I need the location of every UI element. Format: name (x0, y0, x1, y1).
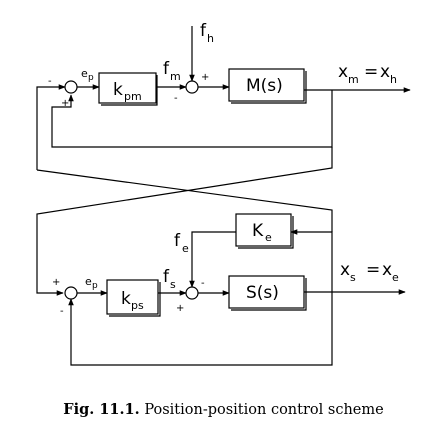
label-ep-top-sub: p (88, 73, 94, 83)
sign-slave-sum1-plus: + (52, 277, 60, 288)
block-kpm (98, 72, 157, 104)
label-fm: f (163, 59, 170, 79)
wire-fe (189, 231, 236, 288)
label-xh-sub: h (390, 73, 397, 86)
wire-master-to-slave-cross (36, 147, 333, 296)
figure-caption-text: Position-position control scheme (144, 402, 384, 418)
figure-caption: Fig. 11.1. Position-position control sch… (0, 401, 447, 418)
block-kpm-label-sub: pm (124, 90, 142, 103)
label-ep-top: e (81, 67, 88, 80)
label-xs-eq: = (366, 260, 380, 280)
wire-slave-feedback (68, 292, 333, 366)
block-master (228, 68, 305, 102)
label-fs: f (163, 267, 170, 287)
sign-slave-sum2-minus: - (201, 278, 205, 289)
label-fe: f (174, 231, 181, 251)
sign-master-sum2-plus: + (201, 72, 209, 83)
block-slave-label: S(s) (246, 283, 279, 303)
label-fm-sub: m (170, 70, 181, 83)
wire-master-feedback (51, 90, 333, 148)
block-master-label: M(s) (246, 76, 283, 96)
label-xh: x (380, 62, 390, 82)
label-fh-sub: h (207, 32, 214, 45)
label-ep-bottom: e (85, 275, 92, 288)
block-kps-label-sub: ps (131, 299, 144, 312)
sign-master-sum2-minus: - (174, 93, 178, 104)
block-kpm-label: k (113, 80, 123, 100)
label-ep-bottom-sub: p (92, 281, 98, 291)
label-xs: x (340, 260, 350, 280)
sum-junction-slave-position (64, 286, 78, 300)
sum-junction-slave-force (185, 286, 199, 300)
block-kps (106, 279, 159, 315)
label-xe-sub: e (392, 271, 399, 284)
sign-slave-sum1-minus: - (60, 306, 64, 317)
sign-master-sum1-minus: - (48, 76, 52, 87)
wire-slave-to-master-cross-line (36, 84, 66, 170)
label-fs-sub: s (170, 278, 176, 291)
label-xe: x (382, 260, 392, 280)
label-fe-sub: e (182, 242, 189, 255)
label-xm-sub: m (348, 73, 359, 86)
block-kps-label: k (121, 289, 131, 309)
sum-junction-master-position (64, 80, 78, 94)
block-slave (228, 275, 305, 309)
figure-label: Fig. 11.1. (63, 401, 140, 418)
sign-master-sum1-plus: + (61, 98, 69, 109)
wire-slave-to-master-cross-diag (36, 169, 333, 232)
block-ke (235, 213, 292, 247)
block-ke-label: K (252, 221, 264, 241)
label-xm: x (338, 62, 348, 82)
label-xm-eq: = (364, 62, 378, 82)
block-ke-label-sub: e (265, 231, 272, 244)
sign-slave-sum2-plus: + (176, 303, 184, 314)
label-xs-sub: s (350, 271, 356, 284)
label-fh: f (200, 21, 207, 41)
sum-junction-master-force (185, 80, 199, 94)
